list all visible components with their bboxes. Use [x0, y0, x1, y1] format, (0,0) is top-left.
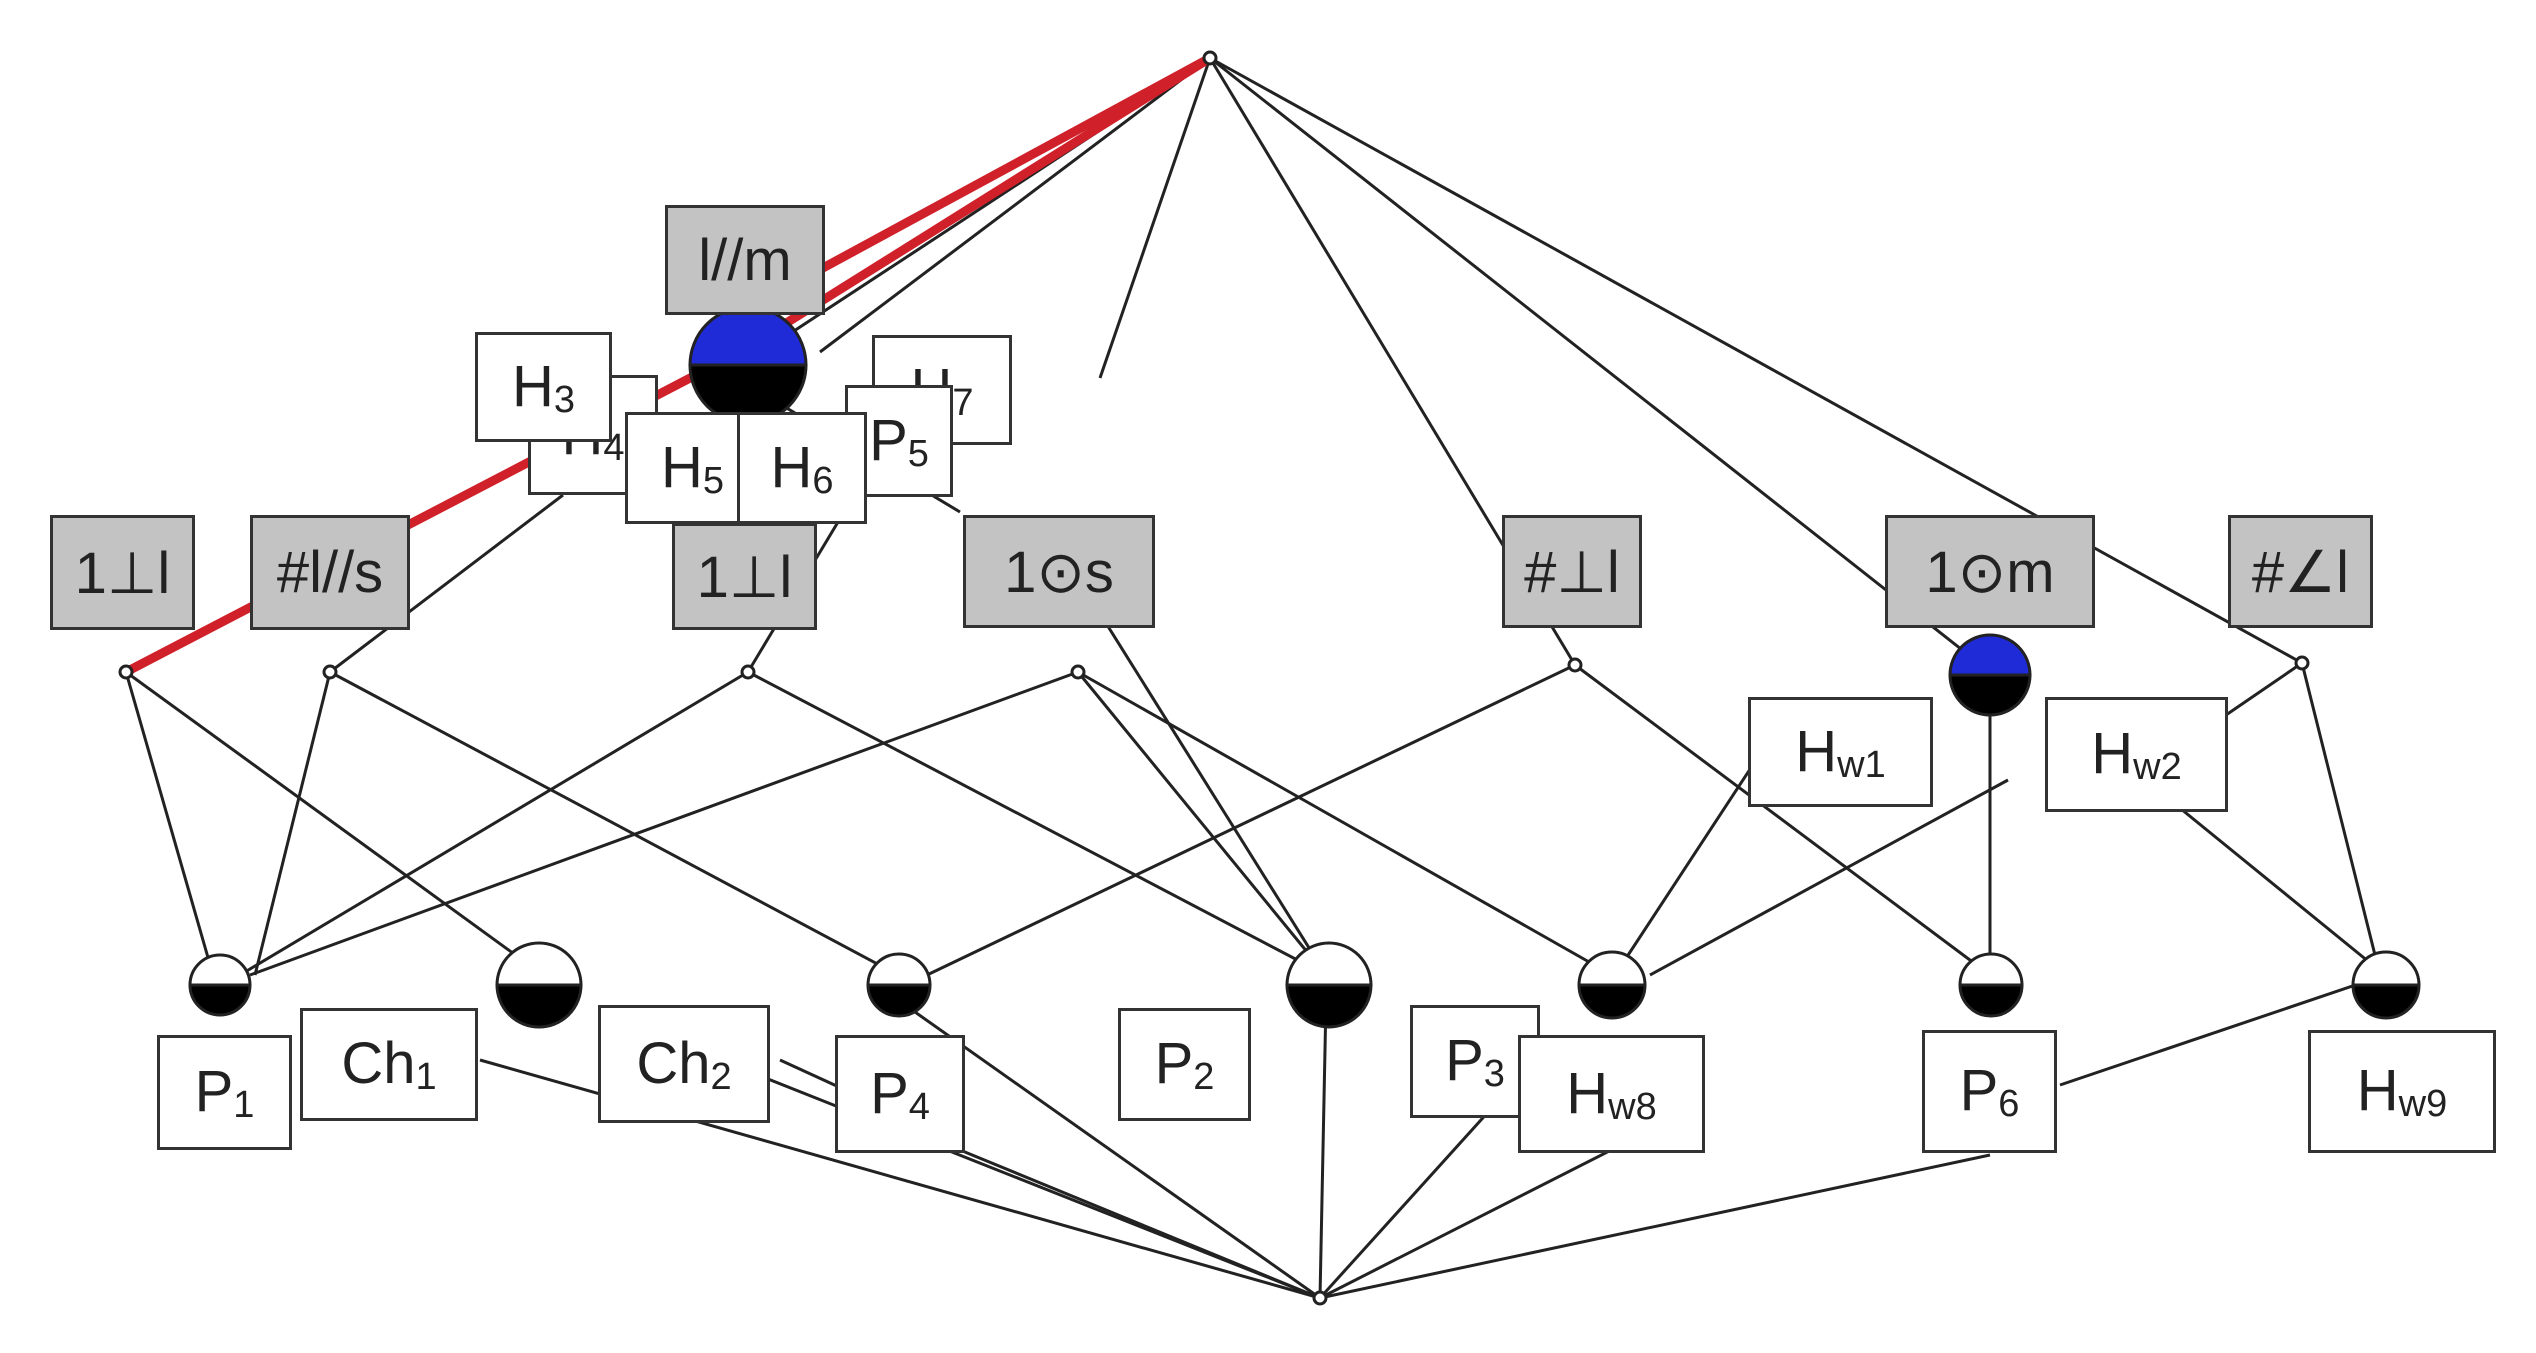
- label-h5-text: H5: [660, 434, 725, 502]
- label-hw9-text: Hw9: [2356, 1058, 2448, 1125]
- label-1-perp-l-2: 1⊥l: [672, 523, 817, 630]
- label-subscript: w9: [2398, 1083, 2448, 1125]
- label-subscript: w1: [1837, 743, 1886, 786]
- label-subscript: w8: [1608, 1085, 1657, 1128]
- node-1-circ-s: [1070, 664, 1086, 680]
- label-subscript: 3: [1483, 1053, 1505, 1095]
- label-ch2: Ch2: [598, 1005, 770, 1123]
- half-node-p6: [1958, 952, 2024, 1018]
- label-hw9: Hw9: [2308, 1030, 2496, 1153]
- label-p4: P4: [835, 1035, 965, 1153]
- label-subscript: 1: [233, 1084, 255, 1126]
- label-subscript: 3: [553, 378, 576, 421]
- label-hash-perp-l: #⊥l: [1502, 515, 1642, 628]
- label-hw1-text: Hw1: [1795, 718, 1886, 786]
- label-subscript: 6: [812, 459, 834, 502]
- node-hash-perp-l: [1567, 657, 1583, 673]
- label-h3-text: H3: [511, 353, 576, 421]
- label-subscript: 4: [908, 1085, 930, 1128]
- blue-black-nodes: [688, 305, 2032, 717]
- label-subscript: 2: [710, 1055, 732, 1098]
- half-node-p1: [188, 953, 252, 1017]
- label-ch2-text: Ch2: [636, 1030, 732, 1098]
- label-hw1: Hw1: [1748, 697, 1933, 807]
- label-subscript: 6: [1998, 1083, 2020, 1125]
- half-node-hw8: [1577, 950, 1647, 1020]
- label-h6: H6: [737, 412, 867, 524]
- label-1-circ-m: 1⊙m: [1885, 515, 2095, 628]
- label-hw2-text: Hw2: [2091, 721, 2182, 788]
- top-node: [1202, 50, 1218, 66]
- node-1-perp-l: [118, 664, 134, 680]
- half-filled-nodes: [188, 941, 2421, 1029]
- label-ch1-text: Ch1: [341, 1031, 437, 1098]
- label-p5-text: P5: [869, 407, 929, 475]
- blue-node-1-circ-m: [1948, 633, 2032, 717]
- label-p3-text: P3: [1445, 1028, 1505, 1095]
- label-p1: P1: [157, 1035, 292, 1150]
- half-node-hw9: [2351, 950, 2421, 1020]
- label-p1-text: P1: [194, 1059, 255, 1126]
- label-1-perp-l: 1⊥l: [50, 515, 195, 630]
- label-hash-l-par-s: #l//s: [250, 515, 410, 630]
- label-hash-angle-l: #∠l: [2228, 515, 2373, 628]
- node-1-perp-l-2: [740, 664, 756, 680]
- node-hash-angle-l: [2294, 655, 2310, 671]
- label-subscript: 1: [415, 1056, 437, 1098]
- label-ch1: Ch1: [300, 1008, 478, 1121]
- label-subscript: 5: [907, 432, 929, 475]
- label-p2-text: P2: [1154, 1031, 1215, 1098]
- label-hw8-text: Hw8: [1566, 1060, 1657, 1128]
- label-hw8: Hw8: [1518, 1035, 1705, 1153]
- label-h6-text: H6: [770, 434, 834, 502]
- label-h3: H3: [475, 332, 612, 442]
- label-subscript: w2: [2133, 746, 2182, 788]
- label-subscript: 2: [1193, 1056, 1215, 1098]
- small-node-markers: [118, 50, 2310, 1306]
- node-hash-l-par-s: [322, 664, 338, 680]
- label-hw2: Hw2: [2045, 697, 2228, 812]
- half-node-ch: [495, 941, 583, 1029]
- label-subscript: 7: [952, 381, 974, 424]
- label-p6-text: P6: [1959, 1058, 2020, 1125]
- label-subscript: 5: [702, 459, 725, 502]
- blue-node-lm: [688, 305, 808, 425]
- label-1-circ-s: 1⊙s: [963, 515, 1155, 628]
- half-node-p4: [866, 952, 932, 1018]
- label-p4-text: P4: [870, 1060, 930, 1128]
- bottom-node: [1312, 1290, 1328, 1306]
- label-l-parallel-m: l//m: [665, 205, 825, 315]
- label-p6: P6: [1922, 1030, 2057, 1153]
- half-node-p2: [1285, 941, 1373, 1029]
- label-p2: P2: [1118, 1008, 1251, 1121]
